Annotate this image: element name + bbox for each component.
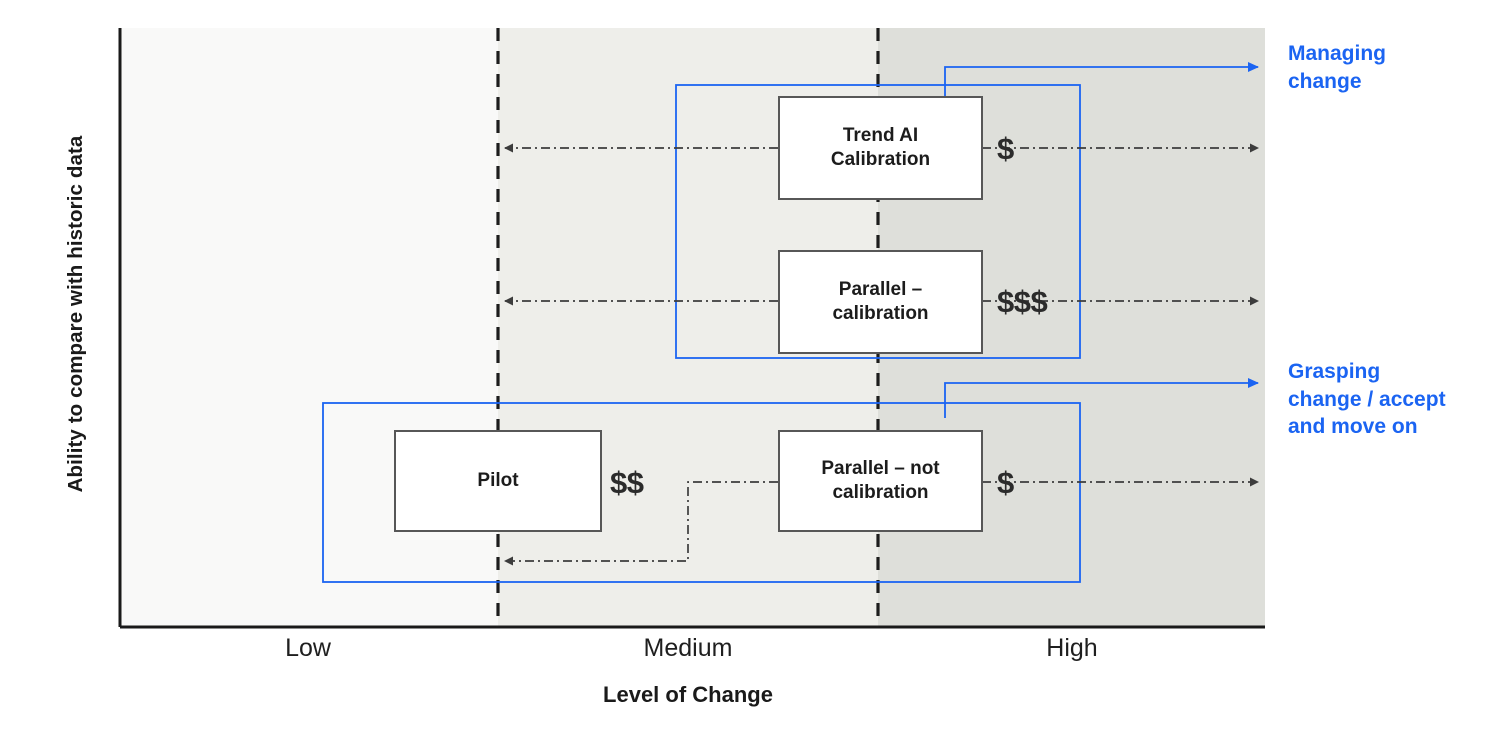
node-label-line1: Parallel – (838, 278, 923, 300)
group-label-managing-change: Managing change (1288, 42, 1386, 93)
node-label-line2: calibration (832, 482, 929, 503)
node-label-line1: Trend AI (842, 124, 919, 146)
x-tick-low: Low (285, 634, 331, 662)
cost-trend-ai-calibration: $ (997, 131, 1014, 166)
x-tick-medium: Medium (643, 634, 733, 662)
connector-grasping-change (944, 378, 1259, 418)
cost-pilot: $$ (610, 465, 644, 500)
y-axis-label: Ability to compare with historic data (64, 135, 87, 493)
x-axis-label: Level of Change (603, 682, 773, 707)
cost-parallel-calibration: $$$ (997, 284, 1048, 319)
node-parallel-calibration[interactable]: Parallel – calibration (778, 250, 983, 354)
node-label: Pilot (477, 469, 518, 493)
group-box-grasping-change[interactable] (322, 402, 1081, 583)
node-label-line1: Parallel – not (821, 457, 940, 479)
range-arrow-parallel-not-calibration-elbow (504, 481, 778, 566)
node-label: Parallel – not calibration (821, 457, 939, 506)
cost-parallel-not-calibration: $ (997, 465, 1014, 500)
node-trend-ai-calibration[interactable]: Trend AI Calibration (778, 96, 983, 200)
x-tick-high: High (1046, 634, 1098, 662)
group-box-managing-change[interactable] (675, 84, 1081, 359)
group-label-grasping-change: Grasping change / accept and move on (1288, 360, 1446, 439)
node-label: Parallel – calibration (832, 278, 928, 327)
connector-managing-change (944, 62, 1259, 100)
node-label-line1: Pilot (477, 469, 519, 491)
node-label-line2: calibration (832, 303, 929, 324)
node-pilot[interactable]: Pilot (394, 430, 602, 532)
node-label-line2: Calibration (830, 149, 931, 170)
node-label: Trend AI Calibration (831, 124, 930, 173)
node-parallel-not-calibration[interactable]: Parallel – not calibration (778, 430, 983, 532)
band-low (120, 28, 498, 627)
